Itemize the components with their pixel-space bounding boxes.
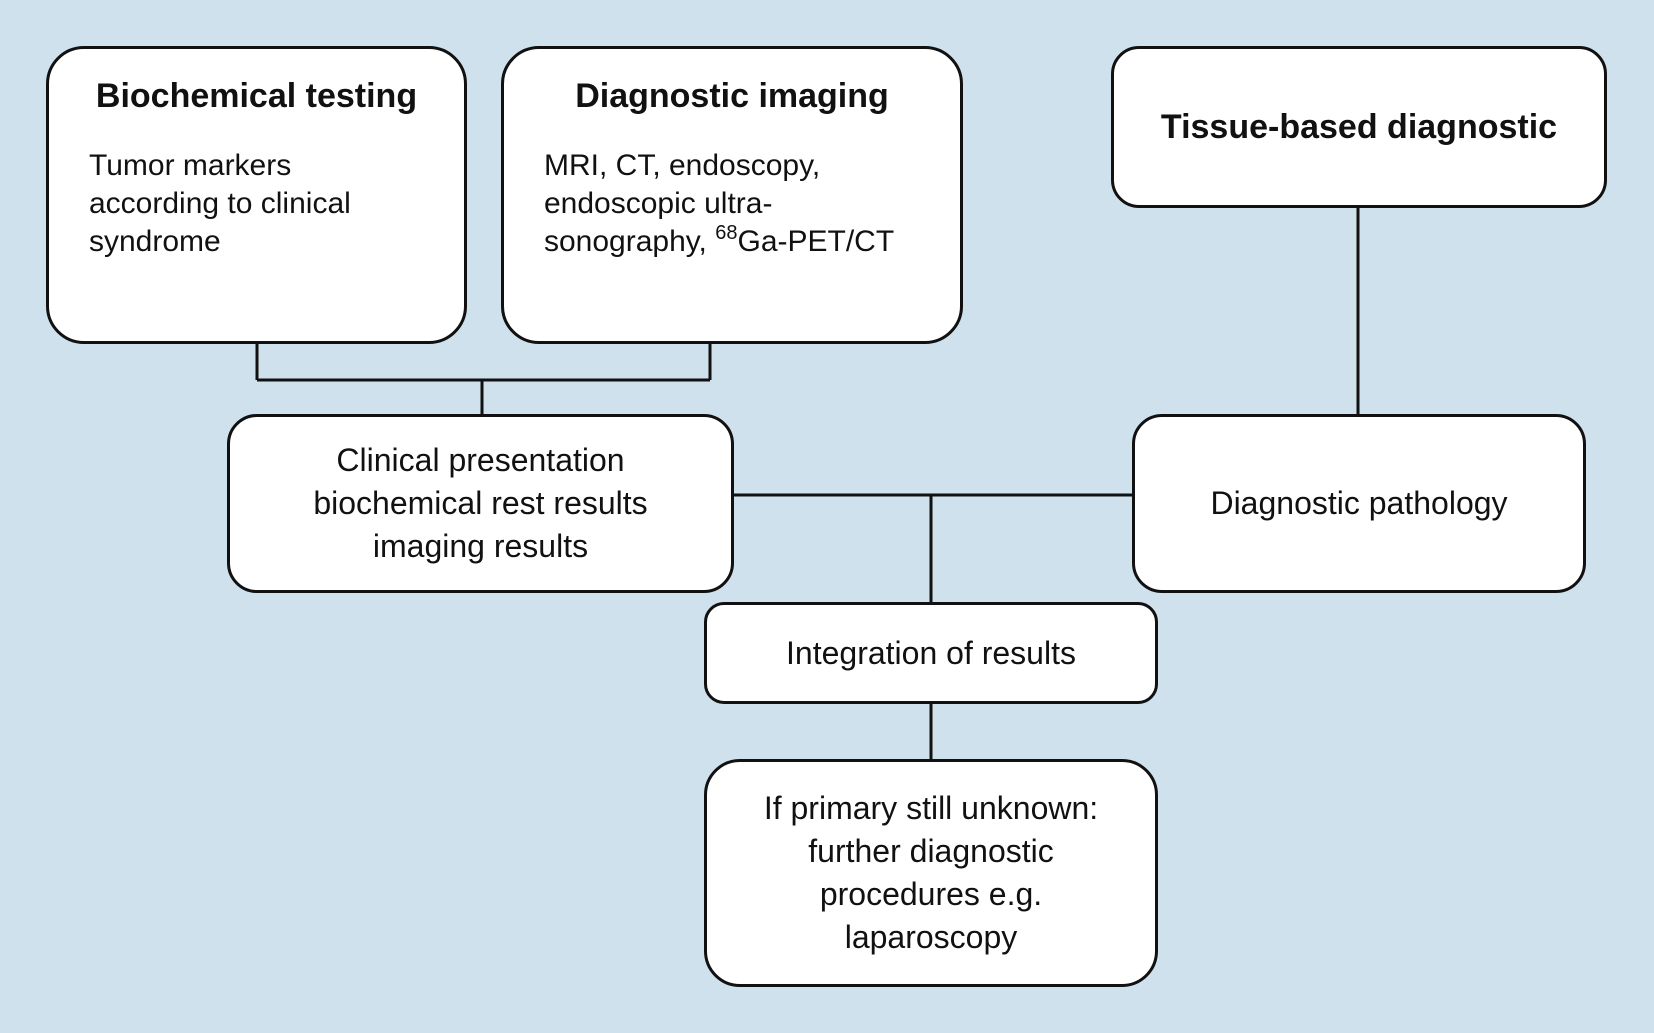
isotope-superscript: 68	[715, 222, 738, 244]
diagnostic-pathology-box: Diagnostic pathology	[1132, 414, 1586, 593]
biochemical-line-2: according to clinical	[89, 187, 351, 220]
further-line-4: laparoscopy	[844, 919, 1018, 955]
biochemical-testing-title: Biochemical testing	[95, 77, 418, 115]
diagnostic-imaging-box: Diagnostic imaging MRI, CT, endoscopy, e…	[501, 46, 963, 344]
tissue-based-diagnostic-box: Tissue-based diagnostic	[1111, 46, 1607, 208]
imaging-line-3-suffix: Ga-PET/CT	[737, 225, 895, 258]
biochemical-line-3: syndrome	[89, 225, 221, 258]
diagnostic-imaging-title: Diagnostic imaging	[575, 77, 889, 115]
diagnostic-pathology-label: Diagnostic pathology	[1210, 485, 1508, 521]
imaging-line-3-prefix: sonography,	[544, 225, 716, 258]
clinical-line-3: imaging results	[372, 528, 589, 564]
clinical-line-1: Clinical presentation	[336, 442, 625, 478]
clinical-line-2: biochemical rest results	[313, 485, 648, 521]
imaging-line-3: sonography, 68Ga-PET/CT	[544, 223, 894, 261]
further-line-3: procedures e.g.	[819, 876, 1043, 912]
biochemical-testing-box: Biochemical testing Tumor markers accord…	[46, 46, 467, 344]
biochemical-line-1: Tumor markers	[89, 149, 292, 182]
tissue-based-diagnostic-title: Tissue-based diagnostic	[1160, 107, 1558, 146]
further-procedures-box: If primary still unknown: further diagno…	[704, 759, 1158, 987]
imaging-line-2: endoscopic ultra-	[544, 187, 773, 220]
integration-label: Integration of results	[786, 634, 1076, 671]
diagnostic-imaging-description: MRI, CT, endoscopy, endoscopic ultra- so…	[544, 147, 894, 261]
integration-of-results-box: Integration of results	[704, 602, 1158, 704]
clinical-presentation-box: Clinical presentation biochemical rest r…	[227, 414, 734, 593]
imaging-line-1: MRI, CT, endoscopy,	[544, 149, 821, 182]
further-line-2: further diagnostic	[808, 833, 1054, 869]
biochemical-testing-description: Tumor markers according to clinical synd…	[89, 147, 351, 261]
further-line-1: If primary still unknown:	[763, 790, 1099, 826]
